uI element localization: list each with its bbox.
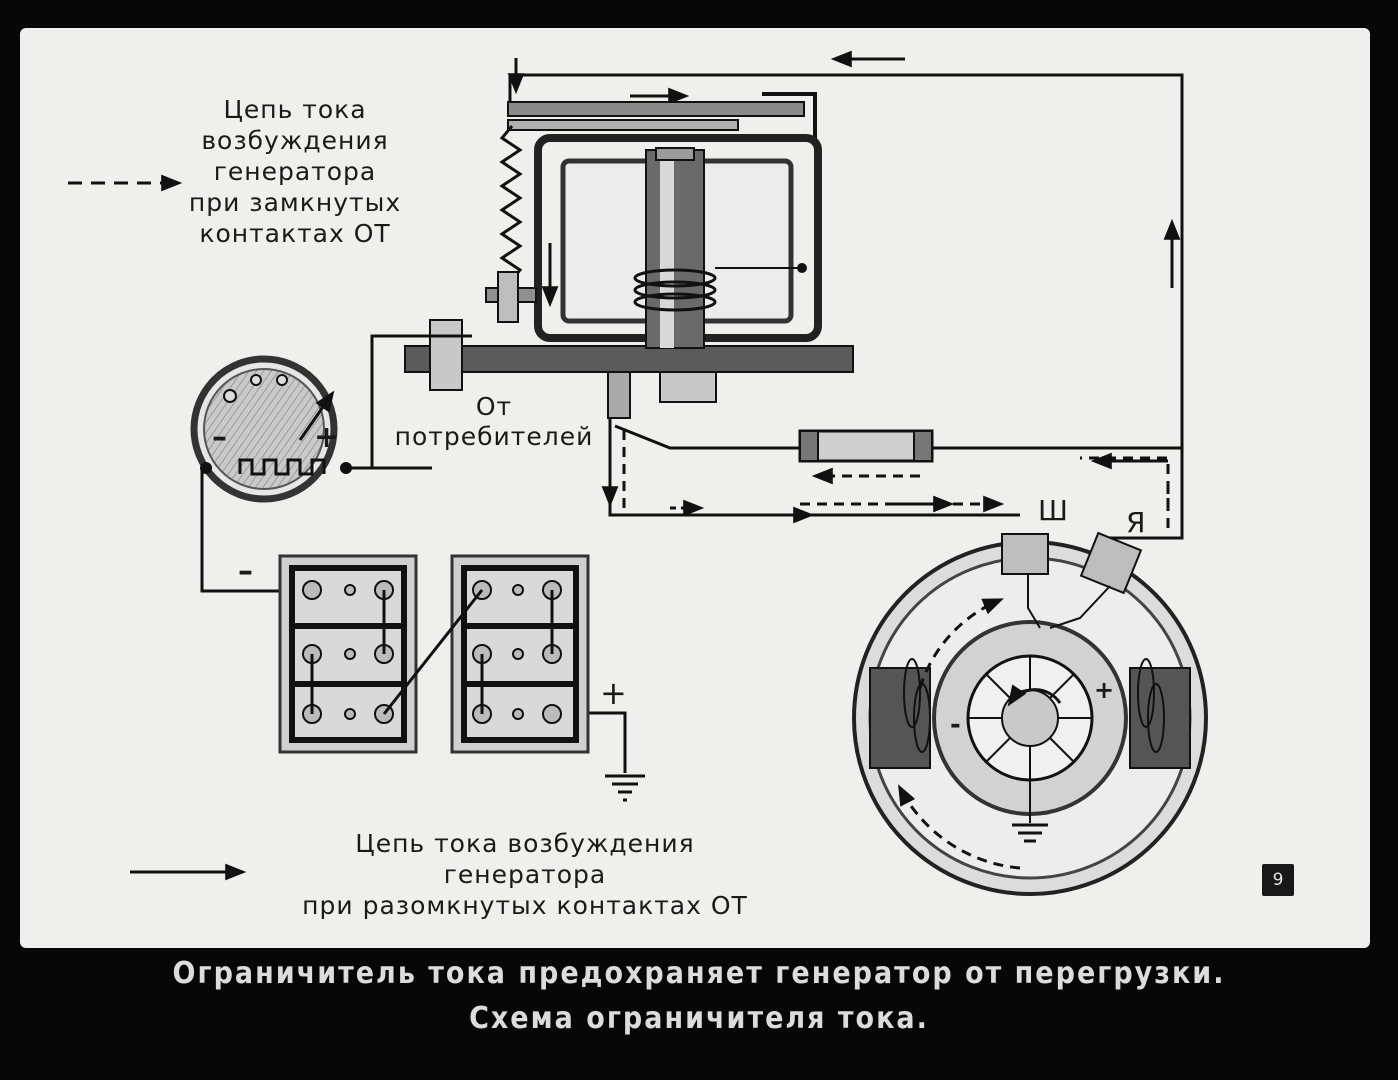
consumers-label-line1: От (475, 392, 513, 421)
terminal-ya (1079, 531, 1143, 595)
ammeter-minus-label: – (212, 420, 227, 455)
terminal-ya-label: Я (1126, 506, 1146, 539)
relay-coil (633, 268, 717, 312)
battery (278, 554, 645, 802)
ammeter (190, 355, 352, 503)
legend-dashed-line3: генератора (213, 157, 377, 186)
slide-number: 9 (1262, 864, 1294, 896)
legend-dashed-text: Цепь тока возбуждения генератора при зам… (170, 94, 420, 249)
spring (499, 125, 523, 281)
legend-solid-line2: генератора (443, 860, 607, 889)
caption: Ограничитель тока предохраняет генератор… (0, 950, 1398, 1080)
brush-minus-label: - (950, 710, 961, 740)
legend-dashed-line5: контактах ОТ (199, 219, 391, 248)
consumers-label: От потребителей (386, 392, 602, 452)
fuse (798, 429, 934, 463)
caption-line1: Ограничитель тока предохраняет генератор… (172, 956, 1226, 991)
battery-minus-label: – (238, 554, 253, 589)
consumers-label-line2: потребителей (394, 422, 594, 451)
relay-base (404, 345, 854, 373)
terminal-sh (1001, 533, 1049, 575)
brush-plus-label: + (1094, 676, 1115, 704)
legend-solid-line3: при разомкнутых контактах ОТ (302, 891, 748, 920)
flow-arrows (507, 50, 1181, 528)
legend-solid-text: Цепь тока возбуждения генератора при раз… (260, 828, 790, 921)
legend-dashed-line4: при замкнутых (188, 188, 402, 217)
caption-line2: Схема ограничителя тока. (469, 1001, 929, 1036)
relay-armature (507, 101, 805, 117)
legend-dashed-line1: Цепь тока (223, 95, 367, 124)
battery-plus-label: + (600, 674, 627, 712)
current-limiter-diagram (68, 50, 1208, 896)
ground-icon (605, 774, 645, 802)
diagram-slide: Цепь тока возбуждения генератора при зам… (20, 28, 1370, 948)
legend-solid-line1: Цепь тока возбуждения (355, 829, 695, 858)
relay (404, 92, 854, 419)
terminal-sh-label: Ш (1038, 494, 1068, 527)
terminal-screw (429, 319, 463, 391)
generator (852, 531, 1208, 896)
legend-dashed-line2: возбуждения (201, 126, 389, 155)
relay-core (645, 149, 705, 349)
ammeter-plus-label: + (314, 420, 340, 455)
